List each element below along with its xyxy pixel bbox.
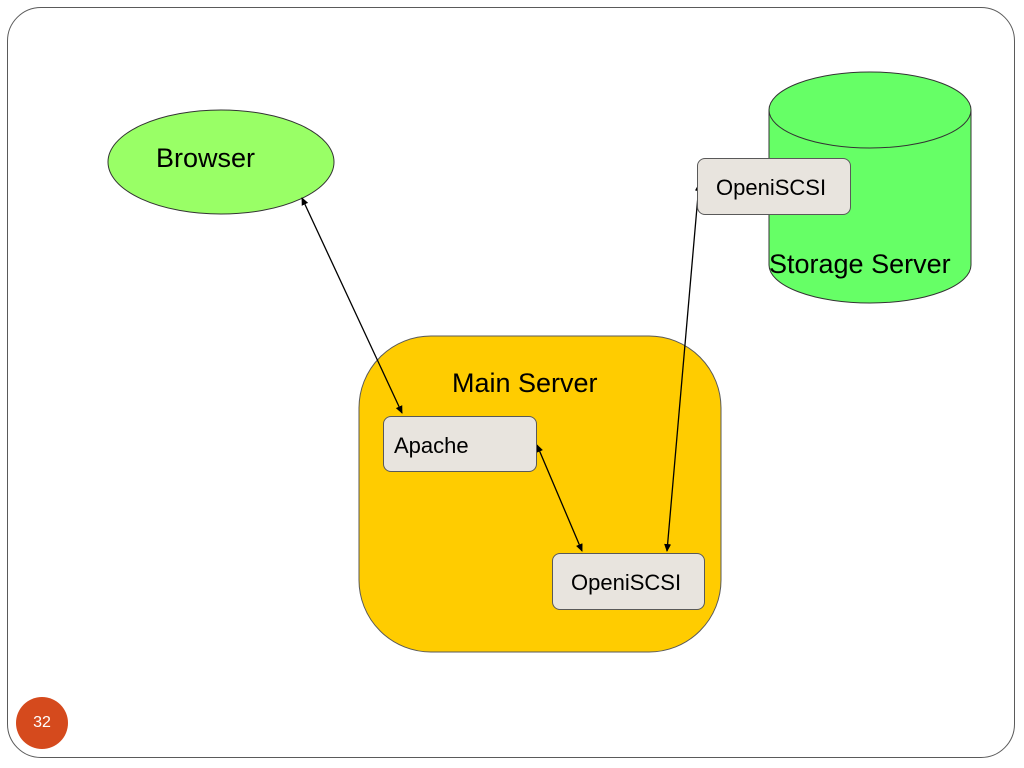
openiscsi-main-box: OpeniSCSI — [552, 553, 705, 610]
page-number-badge: 32 — [16, 697, 68, 749]
edge-openiscsi-storage — [664, 183, 702, 552]
apache-box: Apache — [383, 416, 537, 472]
storage-server-label: Storage Server — [769, 249, 951, 279]
edge-browser-apache — [301, 197, 403, 414]
openiscsi-storage-box: OpeniSCSI — [697, 158, 851, 215]
apache-label: Apache — [394, 433, 469, 458]
browser-label: Browser — [156, 143, 256, 173]
openiscsi-storage-label: OpeniSCSI — [716, 175, 827, 200]
main-server-label: Main Server — [452, 368, 598, 398]
browser-node — [107, 109, 335, 215]
openiscsi-main-label: OpeniSCSI — [571, 570, 682, 595]
edge-apache-openiscsi — [536, 444, 583, 552]
